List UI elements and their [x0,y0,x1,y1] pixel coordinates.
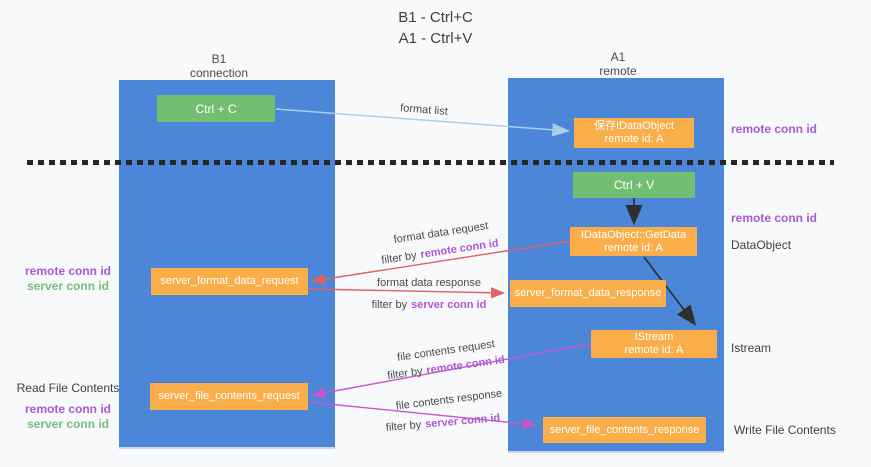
edge-file-contents-response [308,401,538,430]
file-response-label: server_file_contents_response [549,423,700,436]
file-request-label: server_file_contents_request [158,390,300,402]
annotation-write-file-contents: Write File Contents [734,423,836,437]
annotation-left-conn-ids: remote conn id server conn id [13,264,123,294]
annotation-remote-conn-id-mid: remote conn id [731,211,818,225]
node-server-file-contents-request: server_file_contents_request [150,383,308,410]
edge-format-list [275,108,571,137]
istream-line2: remote id: A [624,344,684,356]
annotation-remote-conn-id-left1: remote conn id [24,264,111,278]
save-idataobject-line1: 保存IDataObject [593,120,675,132]
node-server-format-data-request: server_format_data_request [151,268,308,295]
server-conn-id-text: server conn id [411,299,487,311]
ctrl-v-label: Ctrl + V [613,178,655,192]
diagram-title: B1 - Ctrl+C A1 - Ctrl+V [0,7,871,49]
edge-getdata-to-istream [643,256,697,326]
filter-by-text: filter by [371,299,408,311]
format-response-label: server_format_data_response [514,287,662,299]
title-line-a1: A1 - Ctrl+V [398,30,473,47]
format-request-label: server_format_data_request [160,275,299,287]
edge-format-data-request [310,240,571,285]
getdata-line2: remote id: A [604,241,663,254]
annotation-read-file-contents-group: Read File Contents remote conn id server… [13,381,123,432]
node-server-format-data-response: server_format_data_response [510,280,666,307]
save-idataobject-line2: remote id: A [604,133,664,145]
lane-header-a1: A1 remote [518,50,718,78]
getdata-line1: IDataObject::GetData [580,228,687,241]
node-idataobject-getdata: IDataObject::GetData remote id: A [570,227,697,256]
node-ctrl-v: Ctrl + V [573,172,695,198]
annotation-server-conn-id-left1: server conn id [26,279,110,293]
lane-header-b1: B1 connection [119,52,319,80]
node-save-idataobject: 保存IDataObject remote id: A [574,118,694,148]
annotation-istream: Istream [731,341,772,355]
lane-b1-name: B1 [211,52,227,66]
label-format-data-response: format data response [377,277,481,289]
ctrl-c-label: Ctrl + C [195,101,237,116]
annotation-server-conn-id-left2: server conn id [26,417,110,431]
dashed-divider [27,160,834,165]
istream-line1: IStream [634,331,674,343]
annotation-remote-conn-id-left2: remote conn id [24,402,111,416]
annotation-read-file-contents: Read File Contents [16,381,120,395]
annotation-dataobject: DataObject [731,238,792,252]
node-server-file-contents-response: server_file_contents_response [543,417,706,443]
node-ctrl-c: Ctrl + C [157,95,275,122]
lane-b1-role: connection [189,66,249,80]
edge-file-contents-request [310,343,590,399]
edge-format-data-response [308,287,506,299]
lane-a1-name: A1 [610,50,626,64]
title-line-b1: B1 - Ctrl+C [398,9,473,26]
node-istream: IStream remote id: A [591,330,717,358]
lane-a1-role: remote [599,64,637,78]
annotation-remote-conn-id-top: remote conn id [731,122,818,136]
